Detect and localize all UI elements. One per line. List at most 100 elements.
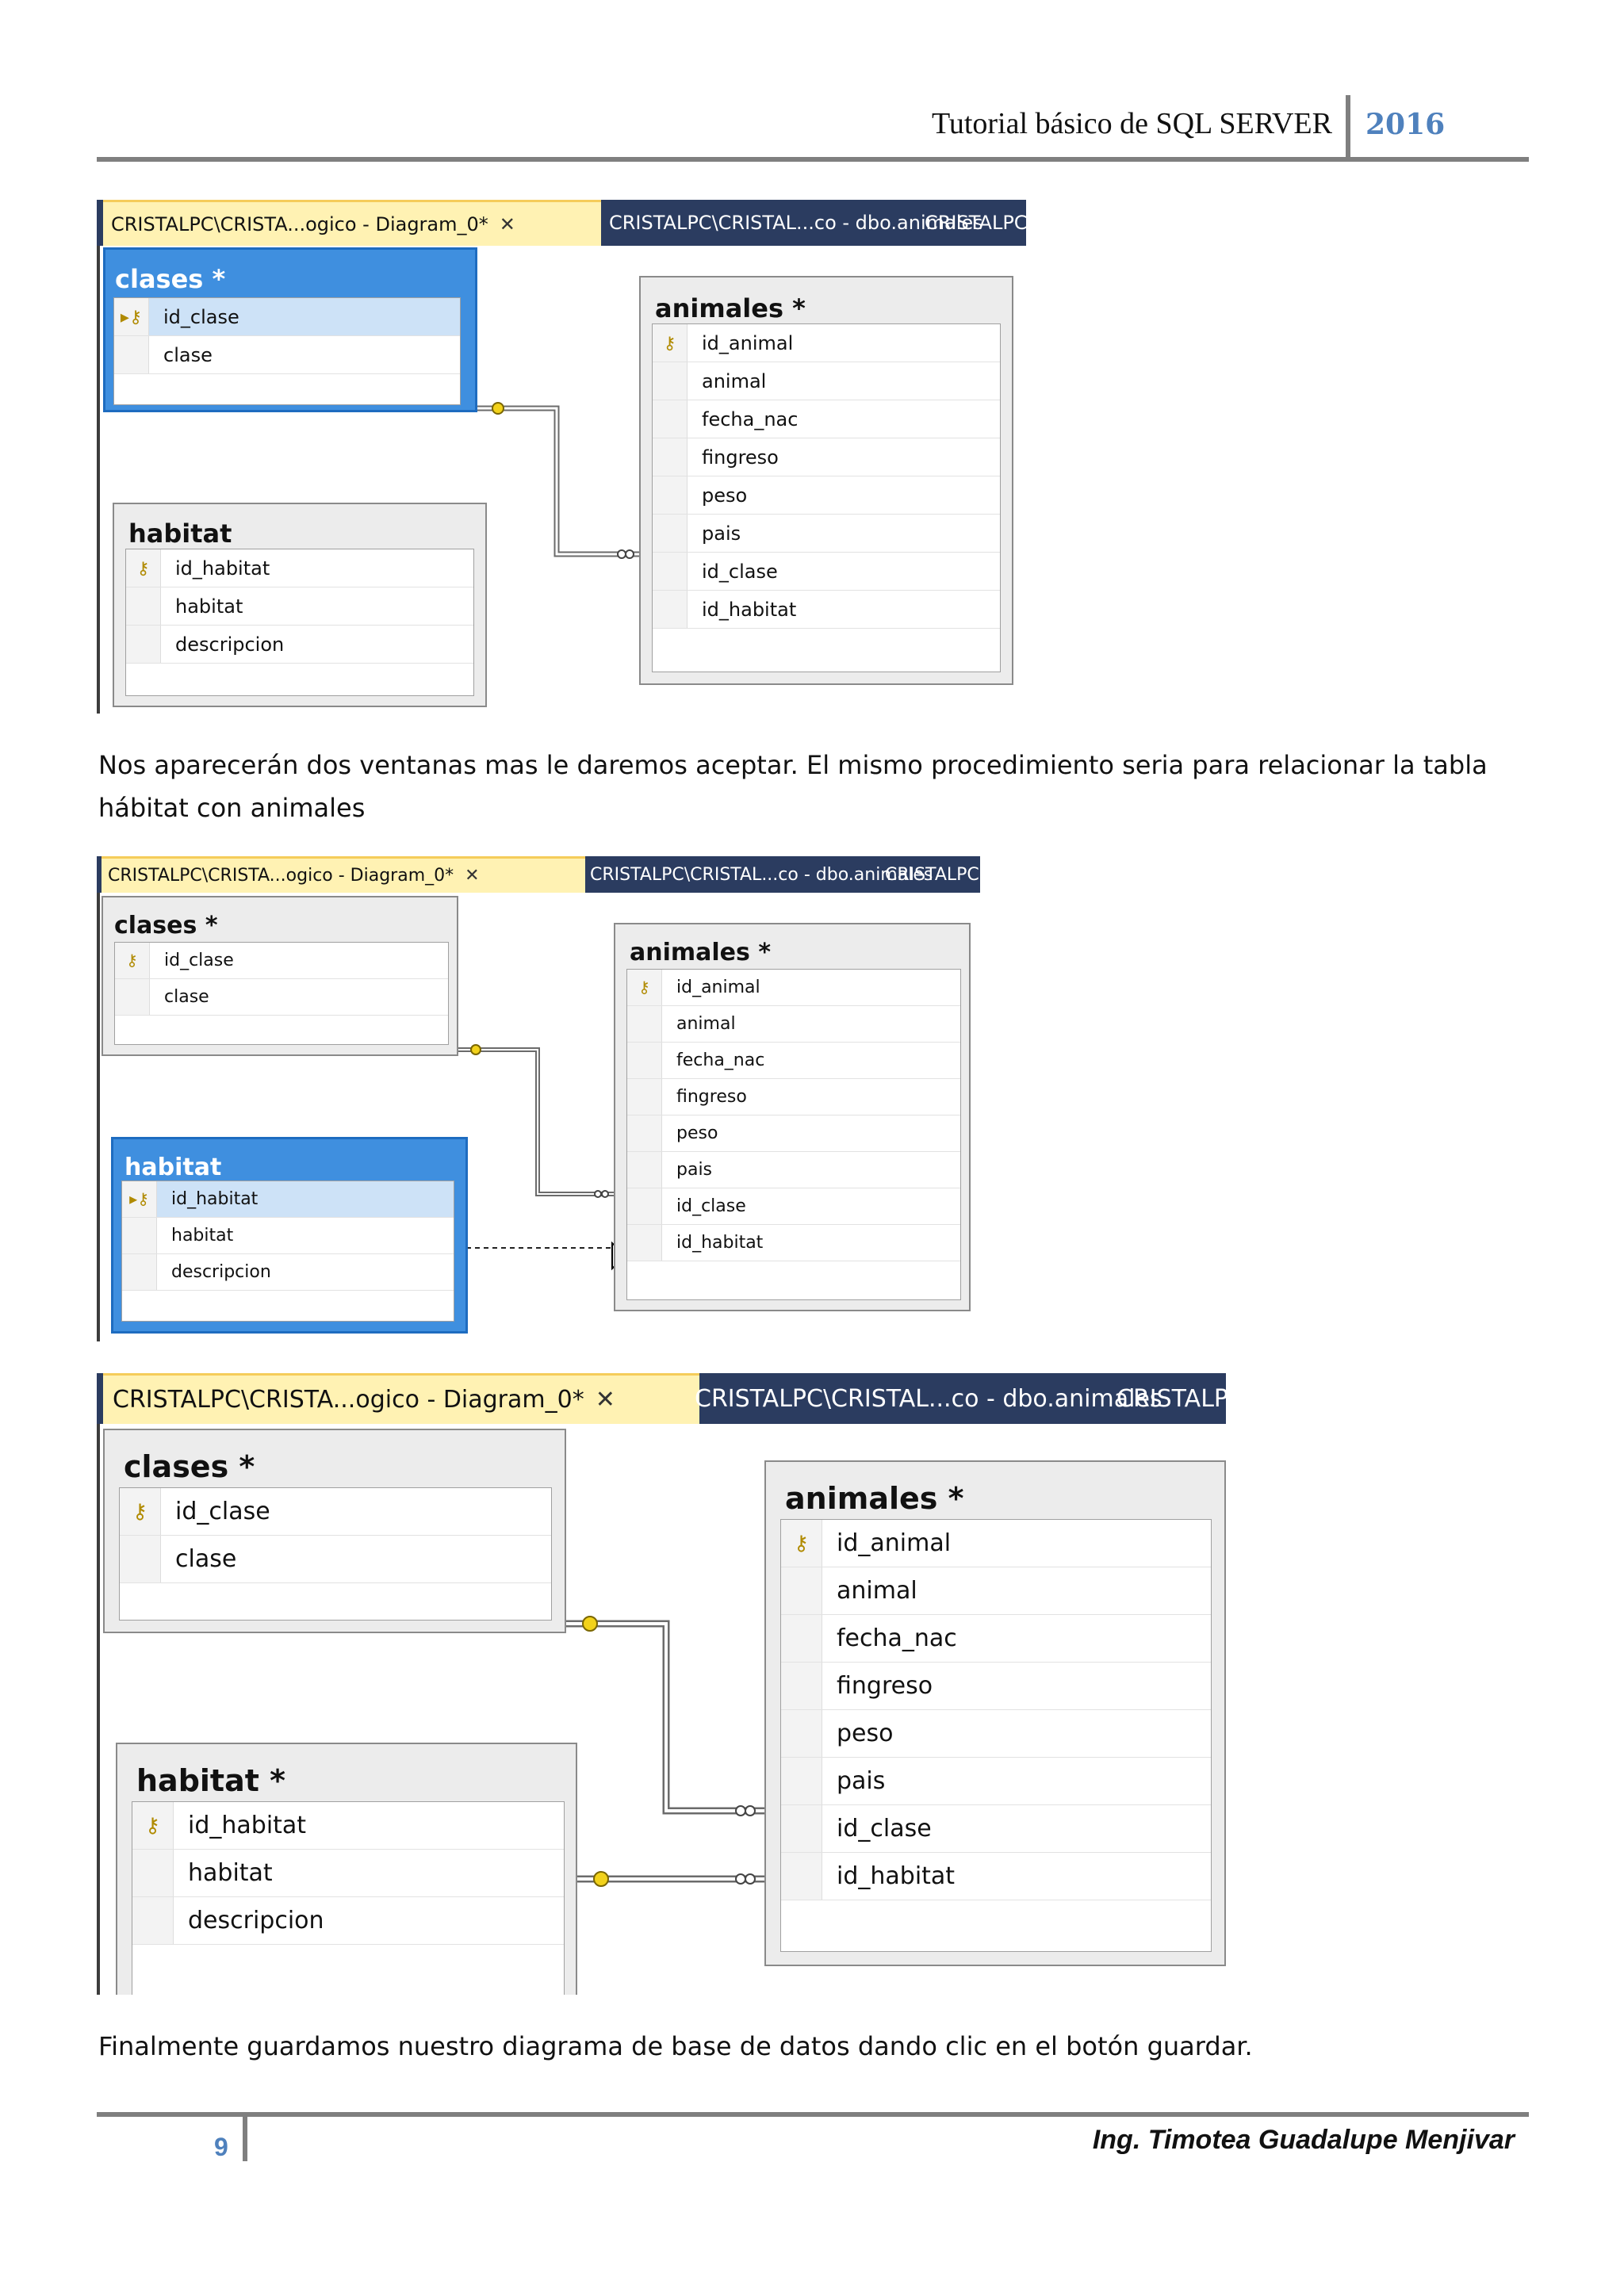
row-selector[interactable] (781, 1663, 822, 1709)
table-clases[interactable]: clases * ⚷id_clase clase (102, 896, 458, 1056)
table-row[interactable]: pais (627, 1152, 960, 1188)
table-row[interactable]: fingreso (653, 438, 1000, 476)
close-tab-icon[interactable]: ✕ (595, 1386, 615, 1414)
row-selector[interactable]: ⚷ (132, 1802, 174, 1849)
tab-animales[interactable]: CRISTALPC\CRISTAL...co - dbo.animales (495, 856, 933, 893)
table-row[interactable]: clase (114, 336, 460, 374)
table-row[interactable]: ⚷id_clase (115, 943, 448, 979)
row-selector[interactable] (126, 587, 161, 625)
row-selector[interactable] (781, 1615, 822, 1662)
table-row[interactable]: ⚷id_animal (781, 1520, 1211, 1567)
row-selector[interactable]: ⚷ (120, 1488, 161, 1535)
table-row[interactable]: id_clase (627, 1188, 960, 1225)
row-selector[interactable] (627, 1188, 662, 1224)
table-row[interactable]: ▸⚷ id_clase (114, 298, 460, 336)
table-row[interactable]: fecha_nac (627, 1043, 960, 1079)
row-selector[interactable] (122, 1254, 157, 1290)
close-tab-icon[interactable]: ✕ (465, 866, 480, 886)
table-row[interactable]: peso (781, 1710, 1211, 1758)
row-selector[interactable] (781, 1853, 822, 1900)
table-row[interactable]: fecha_nac (653, 400, 1000, 438)
table-habitat[interactable]: habitat ⚷id_habitat habitat descripcion (113, 503, 487, 707)
table-row[interactable]: ⚷id_habitat (126, 549, 473, 587)
table-row[interactable]: fecha_nac (781, 1615, 1211, 1663)
tab-other[interactable]: CRISTALPC (885, 856, 979, 893)
row-selector[interactable] (627, 1225, 662, 1261)
table-row[interactable]: ⚷id_animal (653, 324, 1000, 362)
row-selector[interactable]: ⚷ (653, 324, 688, 362)
table-row[interactable]: id_habitat (653, 591, 1000, 629)
tab-diagram[interactable]: CRISTALPC\CRISTA...ogico - Diagram_0* ✕ (103, 1373, 699, 1424)
table-row[interactable]: ⚷id_clase (120, 1488, 551, 1536)
table-row[interactable]: animal (781, 1567, 1211, 1615)
table-row[interactable]: descripcion (122, 1254, 454, 1291)
tab-animales[interactable]: CRISTALPC\CRISTAL...co - dbo.animales (584, 1373, 1162, 1424)
row-selector[interactable] (627, 1152, 662, 1188)
table-row[interactable]: id_clase (781, 1805, 1211, 1853)
row-selector[interactable] (781, 1567, 822, 1614)
row-selector[interactable] (122, 1218, 157, 1253)
row-selector[interactable] (627, 1115, 662, 1151)
row-selector[interactable] (653, 438, 688, 476)
table-row[interactable]: peso (653, 476, 1000, 515)
primary-key-icon: ⚷ (663, 332, 676, 353)
row-selector[interactable] (653, 591, 688, 628)
row-selector[interactable] (114, 336, 149, 373)
table-row[interactable]: clase (115, 979, 448, 1016)
table-row[interactable]: ⚷id_animal (627, 970, 960, 1006)
row-selector[interactable] (653, 362, 688, 400)
table-row[interactable]: clase (120, 1536, 551, 1583)
row-selector[interactable]: ⚷ (627, 970, 662, 1005)
row-selector[interactable] (653, 476, 688, 514)
table-row[interactable]: ⚷id_habitat (132, 1802, 564, 1850)
table-habitat[interactable]: habitat * ⚷id_habitat habitat descripcio… (116, 1743, 577, 1995)
tab-other[interactable]: CRISTALPC (1116, 1373, 1226, 1424)
tab-diagram[interactable]: CRISTALPC\CRISTA...ogico - Diagram_0* ✕ (103, 200, 601, 246)
row-selector[interactable] (653, 400, 688, 438)
table-animales[interactable]: animales * ⚷id_animal animal fecha_nac f… (614, 923, 971, 1311)
row-selector[interactable] (115, 979, 150, 1015)
row-selector[interactable] (653, 515, 688, 552)
row-selector[interactable] (120, 1536, 161, 1582)
row-selector[interactable]: ⚷ (126, 549, 161, 587)
row-selector[interactable] (132, 1850, 174, 1896)
table-row[interactable]: pais (781, 1758, 1211, 1805)
table-row[interactable]: animal (627, 1006, 960, 1043)
table-row[interactable]: ▸⚷id_habitat (122, 1181, 454, 1218)
row-selector[interactable] (627, 1043, 662, 1078)
table-row[interactable]: habitat (122, 1218, 454, 1254)
table-row[interactable]: id_habitat (627, 1225, 960, 1261)
table-habitat[interactable]: habitat ▸⚷id_habitat habitat descripcion (111, 1137, 468, 1334)
table-row[interactable]: id_habitat (781, 1853, 1211, 1900)
row-selector[interactable]: ▸⚷ (114, 298, 149, 335)
table-row[interactable]: id_clase (653, 553, 1000, 591)
table-row[interactable]: fingreso (627, 1079, 960, 1115)
table-row[interactable]: habitat (126, 587, 473, 626)
close-tab-icon[interactable]: ✕ (499, 212, 515, 235)
tab-other[interactable]: CRISTALPC (925, 200, 1026, 246)
row-selector[interactable]: ⚷ (781, 1520, 822, 1567)
row-selector[interactable] (781, 1758, 822, 1804)
row-selector[interactable] (781, 1805, 822, 1852)
table-row[interactable]: pais (653, 515, 1000, 553)
table-row[interactable]: fingreso (781, 1663, 1211, 1710)
table-animales[interactable]: animales * ⚷id_animal animal fecha_nac f… (764, 1460, 1226, 1966)
table-row[interactable]: animal (653, 362, 1000, 400)
row-selector[interactable] (132, 1897, 174, 1944)
table-row[interactable]: descripcion (126, 626, 473, 664)
row-selector[interactable] (126, 626, 161, 663)
row-selector[interactable] (627, 1079, 662, 1115)
table-clases[interactable]: clases * ⚷id_clase clase (103, 1429, 566, 1633)
row-selector[interactable]: ▸⚷ (122, 1181, 157, 1217)
table-row[interactable]: descripcion (132, 1897, 564, 1945)
table-row[interactable]: peso (627, 1115, 960, 1152)
row-selector[interactable]: ⚷ (115, 943, 150, 978)
table-clases[interactable]: clases * ▸⚷ id_clase clase (103, 247, 477, 412)
row-selector[interactable] (653, 553, 688, 590)
table-animales[interactable]: animales * ⚷id_animal animal fecha_nac f… (639, 276, 1013, 685)
row-selector[interactable] (627, 1006, 662, 1042)
row-selector[interactable] (781, 1710, 822, 1757)
table-row[interactable]: habitat (132, 1850, 564, 1897)
tab-diagram[interactable]: CRISTALPC\CRISTA...ogico - Diagram_0* ✕ (102, 856, 585, 893)
tab-animales[interactable]: CRISTALPC\CRISTAL...co - dbo.animales (515, 200, 983, 246)
